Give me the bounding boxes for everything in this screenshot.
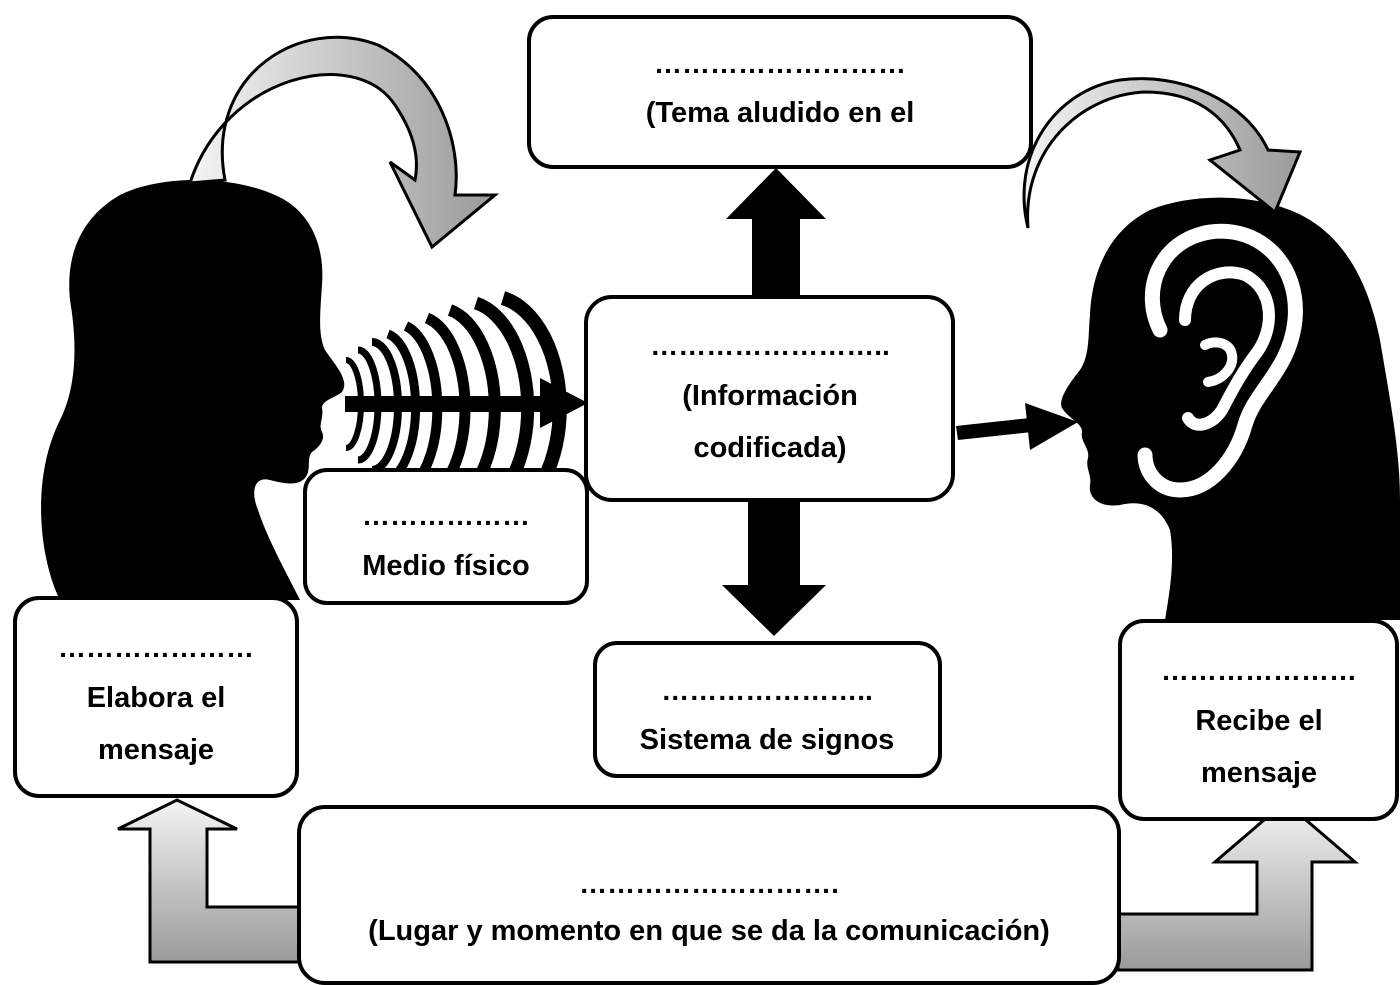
emisor-description-line-1: Elabora el — [87, 682, 226, 714]
emisor-dots: ………………… — [58, 632, 254, 663]
arrow-up-icon — [726, 168, 826, 296]
mensaje-description-line-2: codificada) — [693, 432, 846, 464]
referente-box: ……………………… (Tema aludido en el — [527, 15, 1033, 169]
arrow-down-icon — [722, 500, 826, 636]
canal-box: ……………… Medio físico — [303, 468, 589, 605]
arrow-message-to-listener-icon — [956, 403, 1078, 450]
contexto-dots: ………………………. — [579, 868, 839, 899]
curved-arrow-speaker-icon — [187, 35, 500, 250]
emisor-description-line-2: mensaje — [98, 734, 214, 766]
codigo-box: ………………….. Sistema de signos — [593, 641, 942, 778]
contexto-description: (Lugar y momento en que se da la comunic… — [368, 915, 1050, 947]
ear-icon — [1137, 223, 1303, 498]
receptor-dots: ………………… — [1161, 655, 1357, 686]
receptor-description-line-1: Recibe el — [1195, 705, 1322, 737]
mensaje-dots: …………………….. — [650, 330, 890, 361]
canal-dots: ……………… — [362, 500, 530, 531]
canal-description: Medio físico — [362, 550, 530, 582]
receptor-box: ………………… Recibe el mensaje — [1118, 619, 1399, 821]
context-arrow-receptor-icon — [1116, 800, 1360, 972]
receptor-description-line-2: mensaje — [1201, 757, 1317, 789]
codigo-dots: ………………….. — [661, 675, 873, 706]
mensaje-description-line-1: (Información — [682, 380, 858, 412]
context-arrow-emisor-icon — [117, 798, 305, 964]
referente-dots: ……………………… — [654, 48, 906, 79]
listener-head-silhouette-icon — [1061, 197, 1400, 620]
mensaje-box: …………………….. (Información codificada) — [584, 295, 955, 502]
contexto-box: ………………………. (Lugar y momento en que se da… — [297, 805, 1121, 985]
codigo-description: Sistema de signos — [640, 724, 895, 756]
emisor-box: ………………… Elabora el mensaje — [13, 596, 299, 798]
curved-arrow-listener-icon — [1022, 77, 1303, 229]
speaker-head-silhouette-icon — [41, 180, 345, 600]
referente-description: (Tema aludido en el — [646, 97, 915, 129]
arrow-speaker-to-message-icon — [345, 378, 588, 428]
